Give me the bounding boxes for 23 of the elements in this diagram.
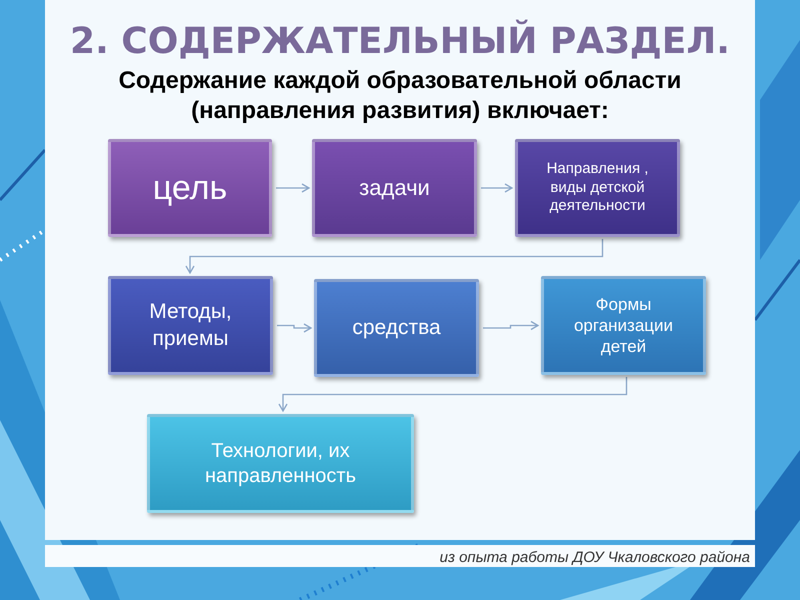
- arrow: [483, 320, 539, 330]
- arrow: [481, 183, 513, 193]
- process-box: [314, 279, 479, 377]
- box-text: задачи: [359, 174, 430, 202]
- slide-title: 2. СОДЕРЖАТЕЛЬНЫЙ РАЗДЕЛ.: [69, 22, 731, 62]
- process-box: [515, 139, 680, 237]
- process-box: [541, 276, 706, 375]
- box-text: цель: [152, 168, 228, 209]
- arrow: [278, 377, 628, 412]
- arrow: [276, 183, 310, 193]
- process-box: [147, 414, 414, 513]
- process-box: [108, 276, 273, 375]
- box-text: Технологии, их направленность: [204, 438, 357, 488]
- arrow: [185, 239, 604, 274]
- subtitle: Содержание каждой образовательной области (направления развития) включает:: [118, 66, 682, 126]
- box-text: Методы, приемы: [148, 299, 233, 352]
- process-box: [312, 139, 477, 237]
- box-text: Формы организации детей: [572, 294, 674, 358]
- arrow: [277, 323, 312, 333]
- box-text: средства: [352, 314, 441, 341]
- box-text: Направления , виды детской деятельности: [546, 160, 650, 216]
- process-box: [108, 139, 272, 237]
- footer-note: из опыта работы ДОУ Чкаловского района: [440, 548, 750, 568]
